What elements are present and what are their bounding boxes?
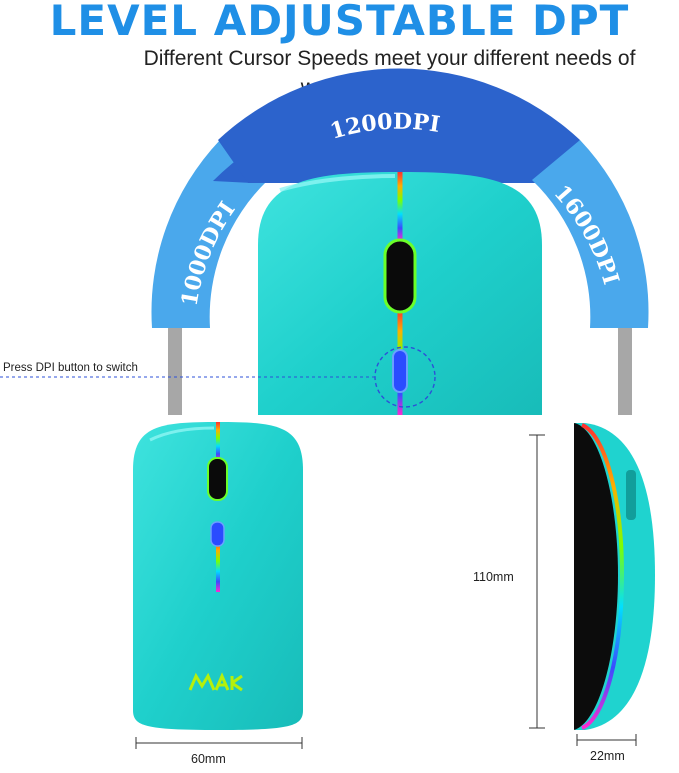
length-dimension-line [529,434,545,729]
width-dimension-line [135,737,303,749]
length-label: 110mm [473,570,514,584]
mouse-top-closeup [258,172,542,415]
subtitle-line-1: Different Cursor Speeds meet your differ… [143,47,636,70]
press-dpi-label: Press DPI button to switch [3,362,138,374]
width-label: 60mm [191,752,226,766]
dpi-arc-1000 [151,140,268,328]
dpi-arc-1600 [532,140,649,328]
height-label: 22mm [590,749,625,763]
height-dimension-line [576,734,637,746]
page-title: LEVEL ADJUSTABLE DPT [49,0,630,45]
mouse-side-view [574,423,655,730]
dpi-arc-1200 [213,68,585,183]
brand-logo [188,672,243,692]
mouse-top-view [133,422,303,730]
